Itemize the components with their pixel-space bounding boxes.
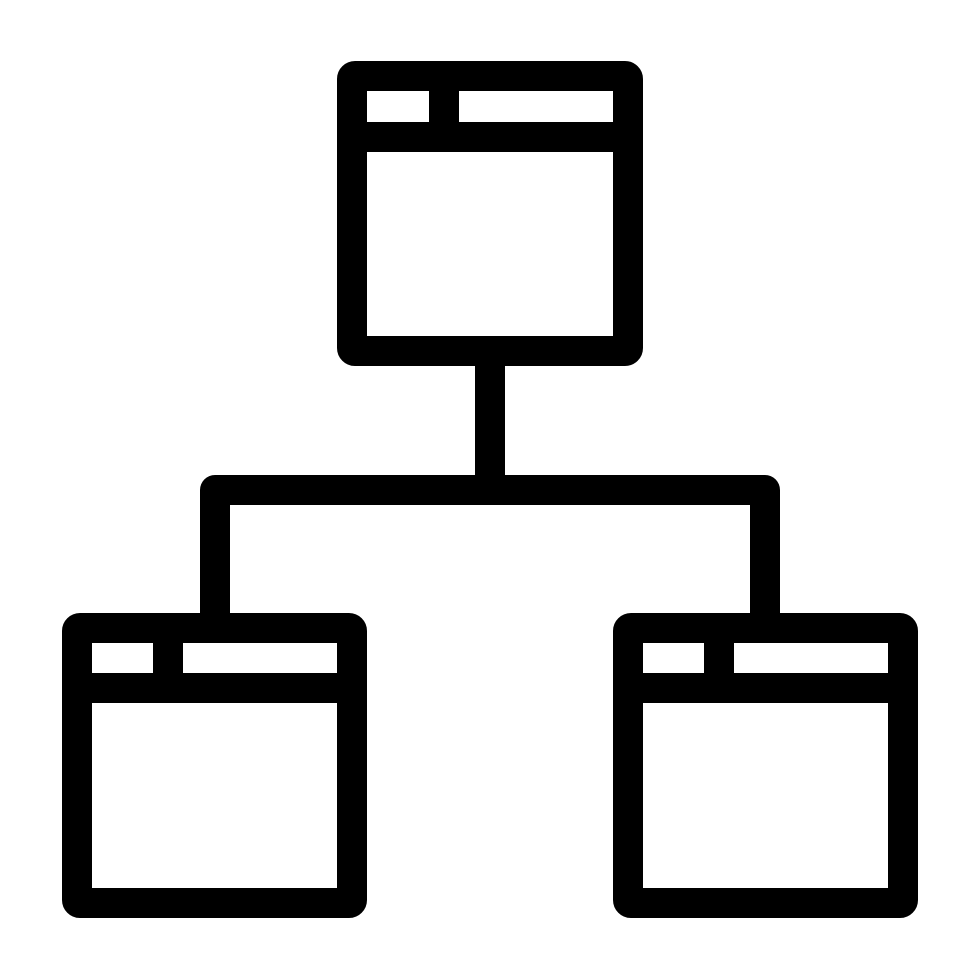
connector-lines: [200, 365, 780, 615]
left-child-window-icon: [62, 613, 367, 918]
root-window-icon: [337, 61, 643, 366]
window-frame: [337, 61, 643, 366]
right-child-window-icon: [613, 613, 918, 918]
connector-horizontal-bar: [200, 475, 780, 615]
window-frame: [62, 613, 367, 918]
window-frame: [613, 613, 918, 918]
